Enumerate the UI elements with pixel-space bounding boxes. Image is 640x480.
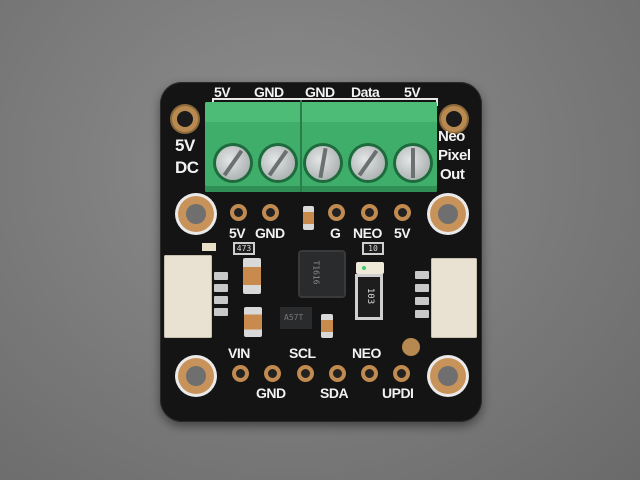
pad-top-g bbox=[328, 204, 345, 221]
mounting-hole-mid-left bbox=[178, 196, 214, 232]
header-label-neo: NEO bbox=[353, 225, 382, 241]
status-led bbox=[356, 262, 384, 274]
label-dc: DC bbox=[175, 158, 199, 177]
screw-terminal-4[interactable] bbox=[351, 146, 385, 180]
label-out: Out bbox=[440, 166, 465, 183]
capacitor-center bbox=[321, 314, 333, 338]
capacitor-left-2 bbox=[244, 307, 262, 337]
pad-top-5v-2 bbox=[394, 204, 411, 221]
header-label-5v: 5V bbox=[229, 225, 246, 241]
connector-pin bbox=[214, 296, 228, 304]
mounting-hole-mid-right bbox=[430, 196, 466, 232]
terminal-label-gnd-1: GND bbox=[254, 84, 284, 100]
capacitor-left-1 bbox=[243, 258, 261, 294]
bottom-label-vin: VIN bbox=[228, 345, 250, 361]
fiducial-mark bbox=[402, 338, 420, 356]
pad-updi bbox=[393, 365, 410, 382]
capacitor-top bbox=[303, 206, 314, 230]
stemma-qt-connector-right[interactable] bbox=[431, 258, 477, 338]
terminal-label-5v: 5V bbox=[214, 84, 231, 100]
connector-pin bbox=[214, 308, 228, 316]
connector-pin bbox=[214, 284, 228, 292]
pad-neo bbox=[361, 365, 378, 382]
screw-terminal-2[interactable] bbox=[261, 146, 295, 180]
mounting-hole-top-left bbox=[172, 106, 198, 132]
terminal-label-data: Data bbox=[351, 84, 380, 100]
bottom-label-scl: SCL bbox=[289, 345, 316, 361]
label-pixel: Pixel bbox=[438, 147, 471, 164]
pad-top-neo bbox=[361, 204, 378, 221]
resistor-array: 103 bbox=[358, 277, 380, 317]
bottom-label-gnd: GND bbox=[256, 385, 286, 401]
screw-terminal-3[interactable] bbox=[306, 146, 340, 180]
pad-vin bbox=[232, 365, 249, 382]
mounting-hole-top-right bbox=[441, 106, 467, 132]
mounting-hole-bottom-right bbox=[430, 358, 466, 394]
bottom-label-updi: UPDI bbox=[382, 385, 414, 401]
screw-terminal-1[interactable] bbox=[216, 146, 250, 180]
voltage-regulator-chip: A57T bbox=[280, 307, 312, 329]
mounting-hole-bottom-left bbox=[178, 358, 214, 394]
pad-gnd bbox=[264, 365, 281, 382]
stemma-qt-connector-left[interactable] bbox=[164, 255, 212, 338]
label-5v: 5V bbox=[175, 136, 195, 155]
header-label-5v-2: 5V bbox=[394, 225, 411, 241]
screw-terminal-5[interactable] bbox=[396, 146, 430, 180]
terminal-label-5v-2: 5V bbox=[404, 84, 421, 100]
resistor-10: 10 bbox=[364, 244, 382, 253]
terminal-block-divider bbox=[300, 100, 302, 192]
connector-pin bbox=[415, 271, 429, 279]
resistor-473: 473 bbox=[235, 244, 253, 253]
connector-pin bbox=[415, 297, 429, 305]
led-small-left bbox=[202, 243, 216, 251]
bottom-label-neo: NEO bbox=[352, 345, 381, 361]
header-label-g: G bbox=[330, 225, 341, 241]
pad-scl bbox=[297, 365, 314, 382]
label-neo: Neo bbox=[438, 128, 465, 145]
header-label-gnd: GND bbox=[255, 225, 285, 241]
connector-pin bbox=[415, 284, 429, 292]
pad-sda bbox=[329, 365, 346, 382]
pad-top-5v bbox=[230, 204, 247, 221]
connector-pin bbox=[214, 272, 228, 280]
bottom-label-sda: SDA bbox=[320, 385, 349, 401]
connector-pin bbox=[415, 310, 429, 318]
microcontroller-chip: T1616 bbox=[300, 252, 344, 296]
terminal-label-gnd-2: GND bbox=[305, 84, 335, 100]
pad-top-gnd bbox=[262, 204, 279, 221]
